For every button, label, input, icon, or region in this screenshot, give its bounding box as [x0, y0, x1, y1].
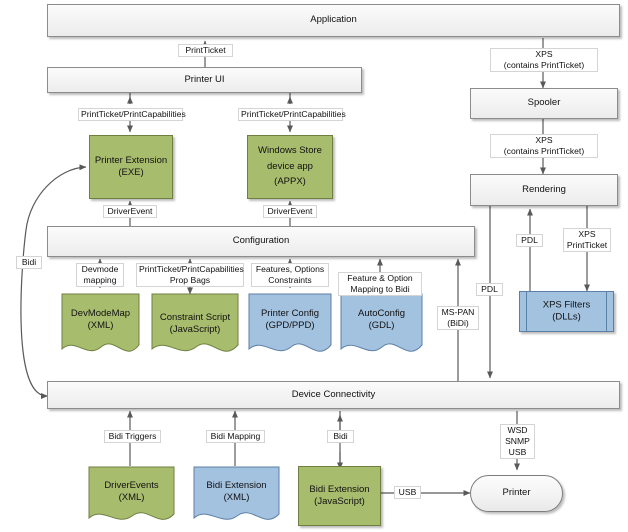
- edge-label-features-options-l1: Features, Options: [255, 264, 325, 274]
- node-printer-extension-line2: (EXE): [118, 167, 144, 178]
- node-printer-config[interactable]: Printer Config (GPD/PPD): [248, 293, 332, 358]
- edge-label-xps-printticket-l2: PrintTicket: [566, 240, 608, 250]
- node-bidi-extension-js-line1: Bidi Extension: [309, 483, 370, 495]
- edge-label-ms-pan-l2: (BiDi): [447, 318, 469, 328]
- edge-label-feature-option-bidi-l2: Mapping to Bidi: [350, 284, 410, 294]
- edge-label-snmp: SNMP: [505, 436, 530, 446]
- node-constraint-script[interactable]: Constraint Script (JavaScript): [151, 293, 239, 358]
- edge-label-feature-option-mapping-to-bidi: Feature & Option Mapping to Bidi: [338, 272, 422, 296]
- node-spooler[interactable]: Spooler: [470, 88, 618, 119]
- edge-label-pdl-filters: PDL: [516, 234, 543, 247]
- node-device-connectivity-label: Device Connectivity: [291, 388, 376, 400]
- node-windows-store-line3: (APPX): [274, 176, 306, 188]
- node-configuration-label: Configuration: [232, 235, 290, 247]
- edge-label-features-options-l2: Constraints: [268, 275, 312, 285]
- node-bidi-extension-xml-line1: Bidi Extension: [206, 480, 267, 491]
- node-xps-filters-line2: (DLLs): [552, 311, 581, 323]
- edge-label-xps-printticket: XPS PrintTicket: [563, 228, 611, 252]
- edge-label-xps-top-l2: (contains PrintTicket): [503, 60, 585, 70]
- edge-label-xps-contains-printticket-mid: XPS (contains PrintTicket): [490, 134, 598, 158]
- document-shape: [248, 293, 332, 352]
- edge-label-ptpc-prop-bags-l1: PrintTicket/PrintCapabilities: [139, 264, 244, 274]
- edge-label-ms-pan-bidi: MS-PAN (BiDi): [437, 306, 479, 330]
- node-printer-config-line1: Printer Config: [260, 308, 320, 319]
- node-autoconfig[interactable]: AutoConfig (GDL): [340, 293, 423, 358]
- node-printer[interactable]: Printer: [470, 475, 563, 512]
- node-bidi-extension-js-line2: (JavaScript): [314, 496, 365, 507]
- document-shape: [151, 293, 239, 352]
- node-windows-store-line1: Windows Store: [258, 145, 322, 157]
- node-driverevents-line1: DriverEvents: [104, 480, 159, 491]
- edge-label-driverevent-left: DriverEvent: [103, 205, 157, 218]
- edge-label-usb: USB: [394, 486, 421, 499]
- node-devmodemap-line1: DevModeMap: [70, 308, 131, 319]
- edge-label-wsd-snmp-usb: WSD SNMP USB: [500, 424, 535, 459]
- node-printer-extension[interactable]: Printer Extension (EXE): [89, 135, 173, 199]
- node-device-connectivity[interactable]: Device Connectivity: [47, 381, 620, 409]
- edge-label-bidi-left: Bidi: [16, 256, 42, 269]
- node-autoconfig-line2: (GDL): [368, 320, 395, 332]
- edge-label-feature-option-bidi-l1: Feature & Option: [347, 273, 413, 283]
- edge-label-bidi-bottom: Bidi: [327, 430, 354, 443]
- edge-label-driverevent-right: DriverEvent: [263, 205, 317, 218]
- node-printer-ui[interactable]: Printer UI: [47, 67, 362, 93]
- edge-label-ms-pan-l1: MS-PAN: [441, 307, 475, 317]
- node-printer-label: Printer: [502, 487, 531, 499]
- node-devmodemap-line2: (XML): [87, 320, 114, 332]
- edge-label-features-options-constraints: Features, Options Constraints: [251, 263, 329, 287]
- node-xps-filters-text: XPS Filters (DLLs): [520, 299, 613, 324]
- edge-label-wsd: WSD: [507, 425, 528, 435]
- document-shape: [340, 293, 423, 352]
- edge-label-ptpc-prop-bags-l2: Prop Bags: [169, 275, 211, 285]
- edge-label-devmode-mapping: Devmode mapping: [76, 263, 124, 287]
- document-shape: [193, 466, 280, 520]
- node-application-label: Application: [310, 14, 357, 26]
- edge-label-ptpc-right: PrintTicket/PrintCapabilities: [238, 108, 346, 121]
- edge-label-xps-mid-l1: XPS: [535, 135, 553, 145]
- edge-label-ptpc-prop-bags: PrintTicket/PrintCapabilities Prop Bags: [136, 263, 244, 287]
- process-bar-right: [606, 292, 607, 331]
- node-rendering-label: Rendering: [522, 183, 566, 195]
- node-spooler-label: Spooler: [527, 97, 561, 109]
- document-shape: [88, 466, 175, 520]
- node-autoconfig-line1: AutoConfig: [357, 308, 405, 319]
- node-devmodemap[interactable]: DevModeMap (XML): [61, 293, 140, 358]
- edge-label-pdl-down: PDL: [476, 283, 503, 296]
- edge-label-devmode-mapping-l2: mapping: [83, 275, 117, 285]
- node-windows-store-device-app[interactable]: Windows Store device app (APPX): [247, 135, 333, 199]
- node-xps-filters[interactable]: XPS Filters (DLLs): [519, 291, 614, 332]
- edge-label-xps-top-l1: XPS: [535, 49, 553, 59]
- node-bidi-extension-xml-line2: (XML): [223, 492, 250, 504]
- node-bidi-extension-xml[interactable]: Bidi Extension (XML): [193, 466, 280, 526]
- node-printer-config-line2: (GPD/PPD): [265, 320, 315, 332]
- edge-label-bidi-triggers: Bidi Triggers: [104, 430, 161, 443]
- node-printer-ui-label: Printer UI: [184, 73, 225, 85]
- node-xps-filters-line1: XPS Filters: [542, 299, 591, 311]
- edge-label-bidi-mapping: Bidi Mapping: [206, 430, 265, 443]
- process-bar-left: [526, 292, 527, 331]
- node-constraint-script-line2: (JavaScript): [169, 324, 221, 336]
- edge-label-xps-contains-printticket-top: XPS (contains PrintTicket): [490, 48, 598, 72]
- edge-label-printticket: PrintTicket: [178, 44, 233, 57]
- edge-label-ptpc-left: PrintTicket/PrintCapabilities: [78, 108, 186, 121]
- node-bidi-extension-javascript[interactable]: Bidi Extension (JavaScript): [298, 466, 381, 526]
- node-driverevents[interactable]: DriverEvents (XML): [88, 466, 175, 526]
- node-windows-store-line2: device app: [267, 160, 313, 172]
- edge-label-usb-port: USB: [508, 447, 527, 457]
- node-driverevents-line2: (XML): [118, 492, 145, 504]
- node-printer-extension-line1: Printer Extension: [94, 154, 168, 166]
- edge-label-xps-mid-l2: (contains PrintTicket): [503, 146, 585, 156]
- node-application[interactable]: Application: [47, 4, 620, 37]
- node-configuration[interactable]: Configuration: [47, 226, 475, 257]
- edge-label-devmode-mapping-l1: Devmode: [81, 264, 119, 274]
- node-constraint-script-line1: Constraint Script: [159, 312, 231, 323]
- node-rendering[interactable]: Rendering: [470, 174, 618, 206]
- edge-label-xps-printticket-l1: XPS: [578, 229, 596, 239]
